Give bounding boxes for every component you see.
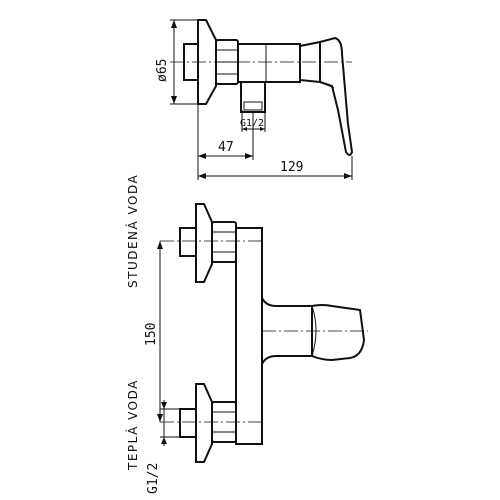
dim-overall-label: 129: [280, 160, 303, 175]
dim-offset-label: 47: [218, 140, 234, 155]
dim-arrow: [157, 241, 163, 249]
cold-connection: [160, 203, 262, 283]
dim-thread-side-label: G1/2: [146, 463, 161, 494]
mixer-body: [235, 227, 263, 445]
lever-head-contour: [311, 305, 317, 357]
cold-wall-nipple: [179, 227, 197, 257]
hot-connection: [160, 383, 262, 463]
cold-rosette: [195, 203, 213, 283]
top-view-lever-edge: [319, 81, 335, 89]
dim-spacing-label: 150: [144, 323, 159, 346]
hot-wall-nipple: [179, 408, 197, 438]
cold-hex-nut: [211, 221, 237, 263]
hot-water-label: TEPLÁ VODA: [125, 379, 140, 471]
dim-arrow: [161, 437, 167, 444]
top-view: ø65 G1/2 47 129: [155, 19, 354, 180]
dim-arrow: [171, 96, 177, 104]
dim-arrow: [161, 402, 167, 409]
cold-water-label: STUDENÁ VODA: [125, 174, 140, 288]
dim-diameter-label: ø65: [155, 59, 170, 82]
top-view-body: [237, 43, 301, 83]
top-view-outlet-stub: [240, 81, 266, 113]
lever-head: [311, 304, 366, 362]
hot-rosette: [195, 383, 213, 463]
side-view: STUDENÁ VODA TEPLÁ VODA 150 G1/2: [125, 174, 368, 494]
dim-arrow: [344, 173, 352, 179]
dim-arrow: [198, 153, 206, 159]
dim-thread-label: G1/2: [240, 118, 264, 129]
top-view-lever-handle: [319, 36, 354, 156]
dim-arrow: [171, 20, 177, 28]
dim-arrow: [198, 173, 206, 179]
top-view-outlet-thread: [243, 101, 263, 111]
dim-arrow: [260, 127, 265, 131]
dim-arrow: [157, 414, 163, 422]
dim-arrow: [242, 127, 247, 131]
dim-arrow: [245, 153, 253, 159]
